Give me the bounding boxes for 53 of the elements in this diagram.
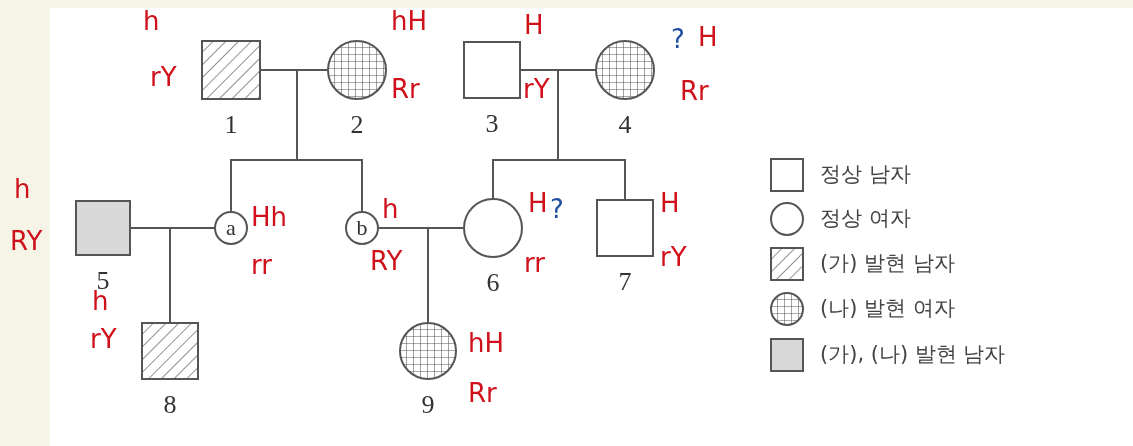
- male-square: [201, 40, 261, 100]
- handwritten-note: RY: [10, 228, 43, 254]
- legend-label: (가), (나) 발현 남자: [820, 344, 1006, 365]
- handwritten-note: H: [528, 190, 548, 216]
- handwritten-note: hH: [468, 330, 505, 356]
- handwritten-note: rY: [150, 64, 177, 90]
- legend-label: (나) 발현 여자: [820, 298, 955, 319]
- pedigree-line: [557, 69, 626, 200]
- individual-number: 9: [421, 392, 435, 418]
- individual-letter: b: [356, 217, 368, 239]
- female-circle: [595, 40, 655, 100]
- handwritten-note: Rr: [680, 78, 709, 104]
- handwritten-note: Hh: [251, 204, 288, 230]
- legend-label: 정상 남자: [820, 164, 911, 185]
- handwritten-note: rr: [251, 252, 272, 278]
- handwritten-note: ?: [671, 26, 685, 52]
- individual-number: 1: [224, 112, 238, 138]
- male-square: [141, 322, 199, 380]
- handwritten-note: rY: [660, 244, 687, 270]
- individual-number: 8: [163, 392, 177, 418]
- handwritten-note: h: [143, 8, 160, 34]
- handwritten-note: H: [524, 12, 544, 38]
- pedigree-line: [427, 227, 464, 323]
- individual-number: 2: [350, 112, 364, 138]
- female-circle: [399, 322, 457, 380]
- handwritten-note: H: [660, 190, 680, 216]
- female-circle: [463, 198, 523, 258]
- legend-label: (가) 발현 남자: [820, 253, 955, 274]
- legend-label: 정상 여자: [820, 208, 911, 229]
- female-circle: [327, 40, 387, 100]
- individual-number: 3: [485, 111, 499, 137]
- handwritten-note: h: [382, 196, 399, 222]
- handwritten-note: Rr: [391, 76, 420, 102]
- handwritten-note: rY: [90, 326, 117, 352]
- handwritten-note: H: [698, 24, 718, 50]
- handwritten-note: rr: [524, 250, 545, 276]
- handwritten-note: RY: [370, 248, 403, 274]
- handwritten-note: h: [14, 176, 31, 202]
- male-square: [596, 199, 654, 257]
- handwritten-note: hH: [391, 8, 428, 34]
- handwritten-note: ?: [550, 196, 564, 222]
- pedigree-line: [169, 227, 215, 323]
- handwritten-note: Rr: [468, 380, 497, 406]
- individual-number: 7: [618, 269, 632, 295]
- female-circle: [214, 211, 248, 245]
- handwritten-note: rY: [523, 76, 550, 102]
- individual-letter: a: [226, 217, 236, 239]
- individual-number: 6: [486, 270, 500, 296]
- male-square: [463, 41, 521, 99]
- individual-number: 4: [618, 112, 632, 138]
- female-circle: [345, 211, 379, 245]
- male-square: [75, 200, 131, 256]
- pedigree-line: [296, 69, 363, 212]
